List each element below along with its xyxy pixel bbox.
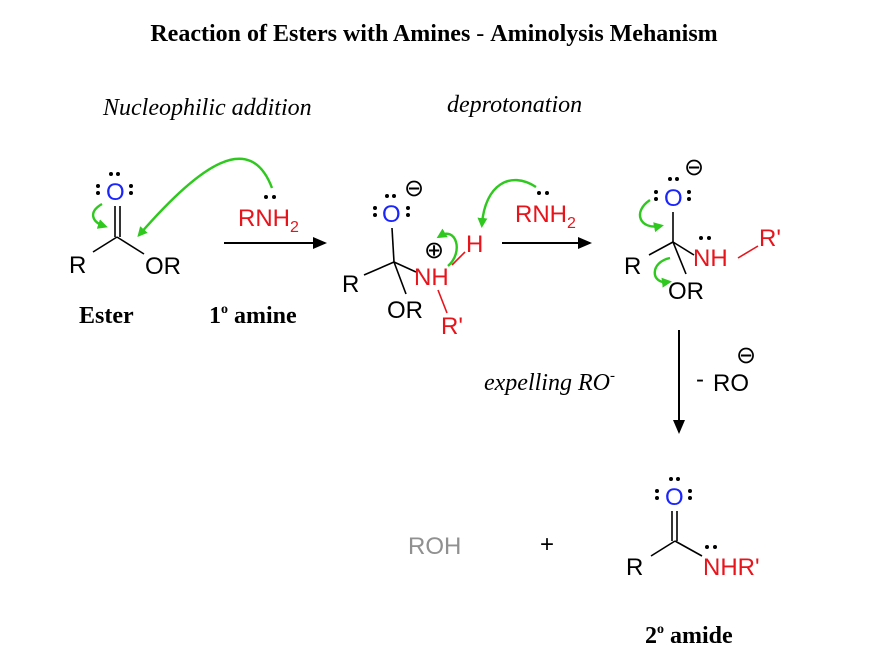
ester-oxygen: O xyxy=(106,179,125,206)
intermediate-or-group: OR xyxy=(387,297,423,324)
step-expelling: expelling RO- xyxy=(484,368,615,396)
ester-or-group: OR xyxy=(145,253,181,280)
curved-arrow-icon xyxy=(92,202,108,229)
label-secondary-amide: 2o amide xyxy=(645,622,733,649)
curved-arrow-icon xyxy=(477,178,537,228)
intermediate-h: H xyxy=(466,231,483,258)
amine-reagent-2: RNH2 xyxy=(515,191,576,232)
intermediate2-nh: NH xyxy=(693,245,728,272)
intermediate2-oxygen: O xyxy=(664,185,683,212)
curved-arrow-icon xyxy=(137,157,274,238)
label-primary-amine: 1o amine xyxy=(209,302,297,329)
amine-reagent-1: RNH2 xyxy=(238,195,299,236)
intermediate-r-prime: R' xyxy=(441,313,463,340)
page-title: Reaction of Esters with Amines - Aminoly… xyxy=(150,21,717,47)
leaving-group: - RO ⊖ xyxy=(696,342,756,397)
tetrahedral-intermediate-1: O ⊖ R OR NH ⊕ H R' xyxy=(342,175,483,340)
label-ester: Ester xyxy=(79,303,134,329)
ester-r-group: R xyxy=(69,252,86,279)
negative-charge: ⊖ xyxy=(404,175,424,202)
leaving-group-minus: - xyxy=(696,366,704,393)
amide-nhr-prime: NHR' xyxy=(703,554,760,581)
amine-formula: RNH2 xyxy=(238,205,299,236)
step-nucleophilic-addition: Nucleophilic addition xyxy=(102,95,312,121)
leaving-group-ro: RO xyxy=(713,370,749,397)
intermediate2-r-group: R xyxy=(624,253,641,280)
negative-charge: ⊖ xyxy=(684,154,704,181)
tetrahedral-intermediate-2: O ⊖ R OR NH R' xyxy=(624,154,781,305)
curved-arrow-icon xyxy=(653,256,672,288)
intermediate-oxygen: O xyxy=(382,201,401,228)
intermediate2-r-prime: R' xyxy=(759,225,781,252)
amide-oxygen: O xyxy=(665,484,684,511)
intermediate-r-group: R xyxy=(342,271,359,298)
intermediate-nh: NH xyxy=(414,264,449,291)
amide-r-group: R xyxy=(626,554,643,581)
step-deprotonation: deprotonation xyxy=(447,92,582,118)
amide-product: O R NHR' xyxy=(626,477,760,581)
curved-arrow-icon xyxy=(436,228,458,267)
plus-sign: + xyxy=(540,531,554,558)
ester-molecule: O R OR xyxy=(69,172,181,280)
negative-charge: ⊖ xyxy=(736,342,756,369)
alcohol-byproduct: ROH xyxy=(408,533,461,560)
positive-charge: ⊕ xyxy=(424,237,444,264)
curved-arrow-icon xyxy=(638,199,664,233)
intermediate2-or-group: OR xyxy=(668,278,704,305)
amine-formula-2: RNH2 xyxy=(515,201,576,232)
